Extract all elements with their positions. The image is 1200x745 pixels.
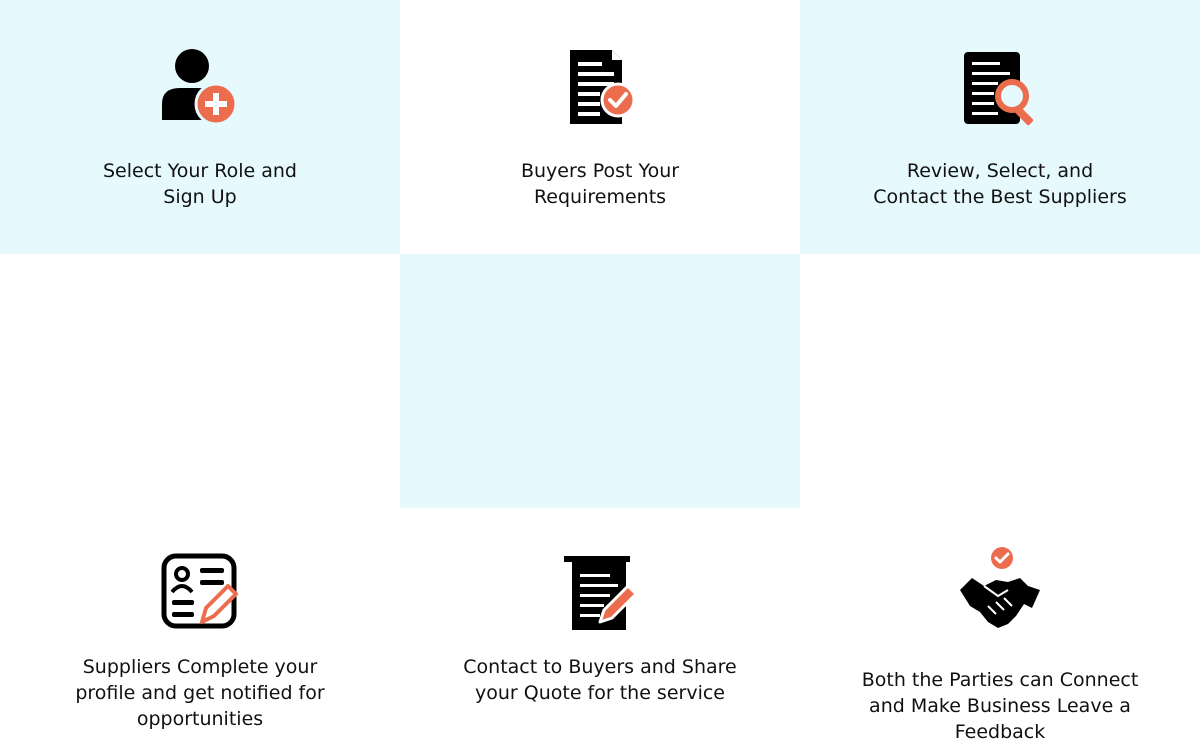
step-label: Buyers Post Your Requirements [520, 160, 680, 208]
document-search-icon [958, 42, 1042, 134]
step-connect-feedback: Both the Parties can Connect and Make Bu… [800, 254, 1200, 743]
step-label: Select Your Role and Sign Up [103, 160, 297, 208]
step-share-quote: Contact to Buyers and Share your Quote f… [400, 254, 800, 704]
user-add-icon [158, 42, 242, 134]
step-select-role: Select Your Role and Sign Up [0, 0, 400, 254]
handshake-check-icon [958, 546, 1042, 638]
step-label: Both the Parties can Connect and Make Bu… [861, 669, 1139, 743]
document-check-icon [558, 42, 642, 134]
step-review-suppliers: Review, Select, and Contact the Best Sup… [800, 0, 1200, 254]
step-post-requirements: Buyers Post Your Requirements [400, 0, 800, 254]
step-label: Suppliers Complete your profile and get … [75, 656, 325, 730]
document-pencil-icon [558, 546, 642, 638]
step-label: Contact to Buyers and Share your Quote f… [463, 656, 737, 704]
step-label: Review, Select, and Contact the Best Sup… [873, 160, 1127, 208]
profile-edit-icon [158, 546, 242, 638]
step-supplier-profile: Suppliers Complete your profile and get … [0, 254, 400, 730]
